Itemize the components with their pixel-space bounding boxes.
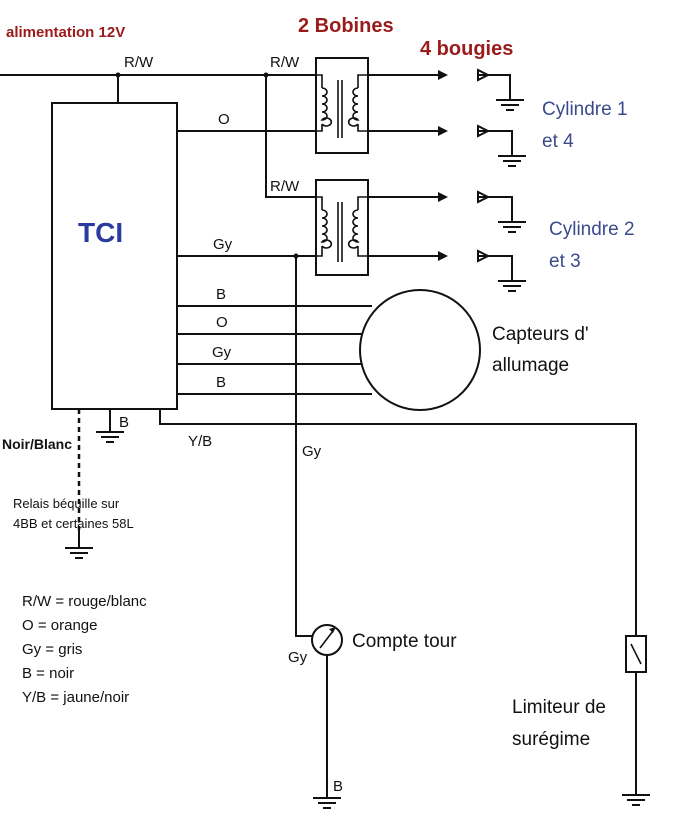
pickup-label-b1: B <box>216 286 226 303</box>
ground-icon <box>498 155 526 167</box>
color-legend: R/W = rouge/blanc O = orange Gy = gris B… <box>22 593 147 706</box>
tachometer-needle-tip <box>329 627 336 633</box>
yb-wire <box>159 409 637 636</box>
gy-tach-wire <box>295 256 312 637</box>
plug-lead-1-arrow <box>438 70 448 80</box>
ground-icon <box>313 797 341 809</box>
pickup-coil-label-2: allumage <box>492 355 569 376</box>
gy-mid-label: Gy <box>302 443 322 460</box>
coil-1-primary-winding <box>320 87 333 127</box>
cylinder-1-4-label-2: et 4 <box>542 131 574 152</box>
pickup-label-b2: B <box>216 374 226 391</box>
ground-icon <box>498 221 526 233</box>
ground-icon <box>96 431 124 443</box>
tci-ground-label: B <box>119 414 129 431</box>
rw-coil2-label: R/W <box>270 178 300 195</box>
coil-1-primary <box>316 74 323 132</box>
relay-label: Relais béquille sur <box>13 496 120 511</box>
pickup-coil-label: Capteurs d' <box>492 324 589 345</box>
rw-coil2-wire <box>265 75 316 198</box>
power-supply-title: alimentation 12V <box>6 24 125 41</box>
relay-label-2: 4BB et certaines 58L <box>13 516 134 531</box>
plug-electrode-4 <box>477 124 513 156</box>
coil-2-secondary-winding <box>347 209 360 249</box>
tachometer-needle <box>319 630 334 649</box>
legend-item: O = orange <box>22 617 97 634</box>
plug-lead-2-arrow <box>438 192 448 202</box>
limiter-switch-icon <box>630 643 642 665</box>
tachometer-label: Compte tour <box>352 631 457 652</box>
ground-icon <box>498 280 526 292</box>
plug-lead-3-arrow <box>438 251 448 261</box>
cylinder-2-3-label: Cylindre 2 <box>549 219 635 240</box>
gy-coil2-label: Gy <box>213 236 233 253</box>
ground-icon <box>65 530 93 559</box>
tci-unit <box>51 102 178 410</box>
rw-supply-label: R/W <box>124 54 154 71</box>
coil-1-core <box>337 80 343 138</box>
legend-item: B = noir <box>22 665 74 682</box>
plug-lead-4-arrow <box>438 126 448 136</box>
yb-label: Y/B <box>188 433 212 450</box>
plug-electrode-1 <box>477 68 511 100</box>
coil-1-secondary-winding <box>347 87 360 127</box>
coil-2-secondary <box>357 196 368 257</box>
limiter-label: Limiteur de <box>512 697 606 718</box>
cylinder-1-4-label: Cylindre 1 <box>542 99 628 120</box>
legend-item: R/W = rouge/blanc <box>22 593 147 610</box>
o-coil1-label: O <box>218 111 230 128</box>
pickup-coil <box>359 289 481 411</box>
coils-title: 2 Bobines <box>298 15 394 37</box>
spark-plugs-title: 4 bougies <box>420 38 513 60</box>
coil-2-primary <box>316 196 323 257</box>
tach-ground-label: B <box>333 778 343 795</box>
legend-item: Y/B = jaune/noir <box>22 689 129 706</box>
limiter-label-2: surégime <box>512 729 590 750</box>
tci-label: TCI <box>78 217 123 248</box>
plug-electrode-3 <box>477 249 513 281</box>
ground-icon <box>622 794 650 806</box>
pickup-label-o: O <box>216 314 228 331</box>
rw-coil1-label: R/W <box>270 54 300 71</box>
legend-item: Gy = gris <box>22 641 82 658</box>
plug-electrode-2 <box>477 190 513 222</box>
pickup-label-gy: Gy <box>212 344 232 361</box>
coil-2-primary-winding <box>320 209 333 249</box>
coil-1-secondary <box>357 74 368 132</box>
cylinder-2-3-label-2: et 3 <box>549 251 581 272</box>
coil-2-core <box>337 202 343 262</box>
noir-blanc-label: Noir/Blanc <box>2 436 72 452</box>
gy-tach-label: Gy <box>288 649 308 666</box>
ground-icon <box>496 99 524 111</box>
